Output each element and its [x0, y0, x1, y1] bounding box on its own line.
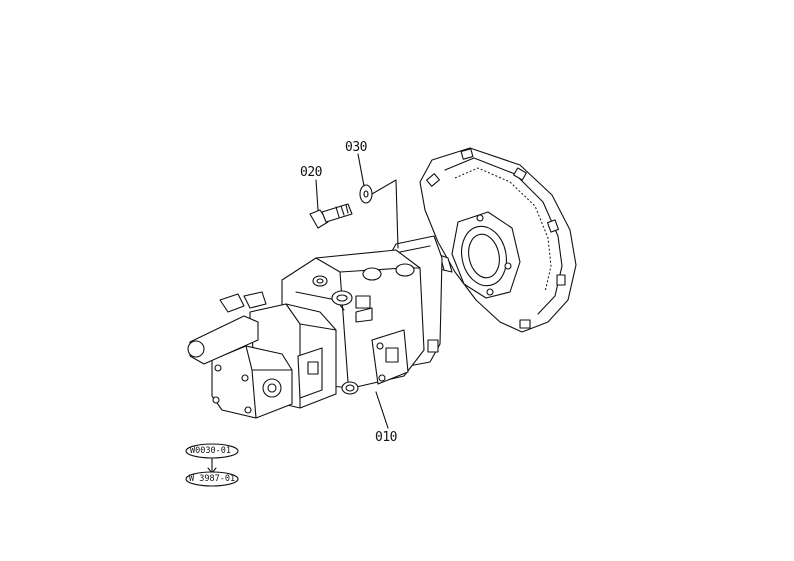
- reference-tags: [185, 443, 239, 487]
- washer-030: [357, 153, 373, 204]
- ref-label-top: W0030-01: [190, 446, 231, 456]
- callout-010[interactable]: 010: [375, 430, 397, 445]
- callout-030[interactable]: 030: [345, 140, 367, 155]
- front-pump: [211, 345, 293, 419]
- callout-020[interactable]: 020: [300, 165, 322, 180]
- ref-label-bottom: W 3987-01: [189, 474, 236, 484]
- assembly-leader: [371, 179, 399, 249]
- leader-010: [375, 391, 389, 429]
- ref-tag-bottom[interactable]: [185, 471, 239, 487]
- flywheel-housing: [419, 147, 577, 333]
- control-spool: [187, 291, 267, 365]
- bolt-020: [309, 179, 353, 229]
